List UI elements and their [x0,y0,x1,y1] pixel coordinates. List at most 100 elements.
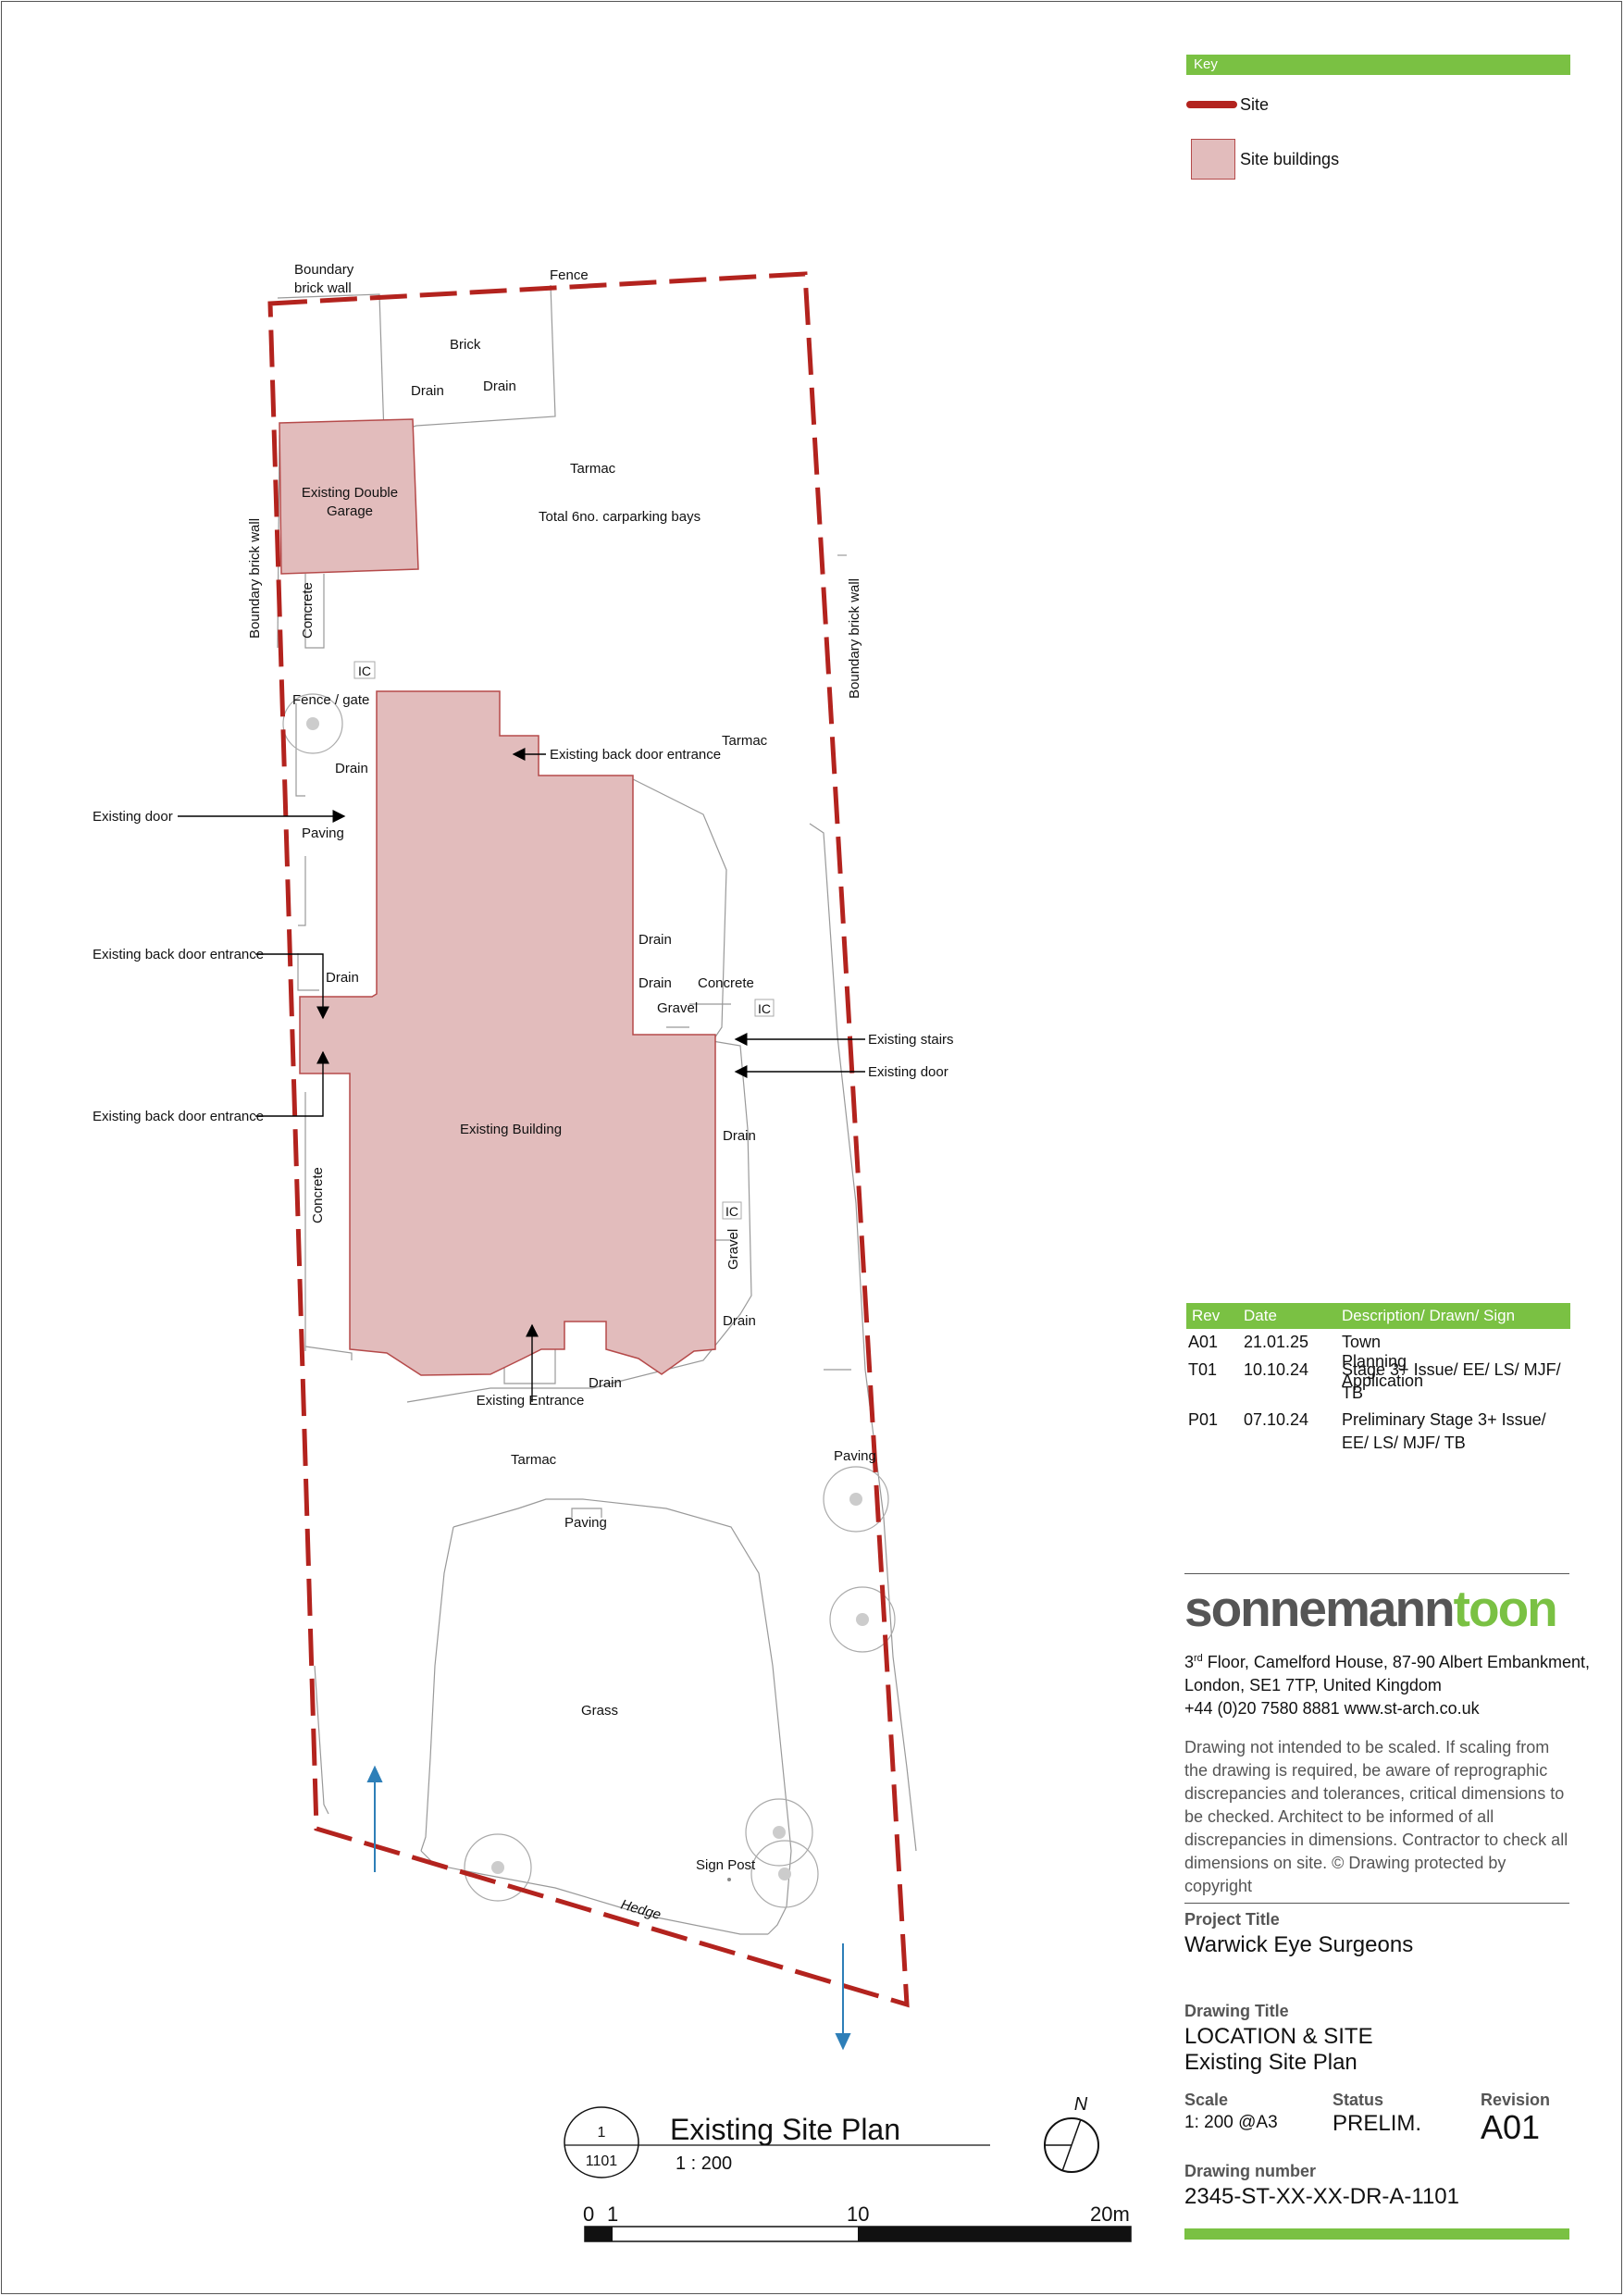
drawing-label-scale: 1 : 200 [676,2153,732,2174]
rev-header-desc: Description/ Drawn/ Sign [1342,1307,1516,1324]
rev-desc: Stage 3+ Issue/ EE/ LS/ MJF/ [1342,1360,1561,1379]
company-logo: sonnemanntoon [1184,1579,1558,1638]
label-garage-2: Garage [327,503,373,519]
address-floor: 3 [1184,1653,1195,1671]
label-existing-back-door: Existing back door entrance [93,947,264,962]
rev-desc: Town Planning Application [1342,1333,1424,1390]
label-drain: Drain [411,383,444,399]
drawing-title-1: LOCATION & SITE [1184,2024,1373,2049]
key-site-line [1186,101,1237,108]
scalebar-0: 0 [583,2203,594,2226]
logo-part2: toon [1453,1580,1558,1637]
drawing-title-2: Existing Site Plan [1184,2050,1357,2075]
label-tarmac: Tarmac [511,1452,557,1468]
address-line2: London, SE1 7TP, United Kingdom [1184,1676,1442,1694]
label-concrete: Concrete [698,975,754,991]
label-brick: Brick [450,337,481,353]
label-existing-building: Existing Building [460,1122,562,1137]
key-header: Key [1186,55,1570,75]
revision-label: Revision [1481,2091,1551,2109]
label-gravel: Gravel [657,1000,698,1016]
label-existing-back-door: Existing back door entrance [550,747,721,763]
company-address: 3rd Floor, Camelford House, 87-90 Albert… [1184,1647,1590,1720]
address-floor-sup: rd [1194,1653,1203,1664]
rev-code: A01 [1188,1333,1219,1351]
label-drain: Drain [326,970,359,986]
bottom-green-bar [1184,2228,1569,2240]
rev-header-rev: Rev [1192,1307,1221,1324]
tree-trunks [306,717,869,1880]
rev-header-date: Date [1244,1307,1277,1324]
annotation-arrows [178,748,865,1402]
disclaimer: Drawing not intended to be scaled. If sc… [1184,1738,1568,1895]
rev-date: 10.10.24 [1244,1360,1309,1379]
scalebar-10: 10 [847,2203,869,2226]
label-fence: Fence [550,267,589,283]
label-drain: Drain [335,761,368,776]
address-line1: Floor, Camelford House, 87-90 Albert Emb… [1202,1653,1590,1671]
label-drain: Drain [589,1375,622,1391]
scale-label: Scale [1184,2091,1229,2109]
existing-double-garage [279,418,419,575]
north-arrow: N [1044,2094,1099,2173]
drawing-number-top: 1 [598,2125,606,2141]
drawing-title-label: Drawing Title [1184,2002,1289,2020]
divider [1184,1903,1569,1904]
rev-desc-cont: TB [1342,1384,1364,1402]
existing-building [299,690,716,1376]
label-drain: Drain [723,1128,756,1144]
label-existing-entrance: Existing Entrance [477,1393,585,1409]
drawing-label-title: Existing Site Plan [670,2113,900,2146]
logo-part1: sonnemann [1184,1580,1456,1637]
label-drain: Drain [638,932,672,948]
drawing-label: 1 1101 Existing Site Plan 1 : 200 [564,2106,990,2178]
key-site-label: Site [1240,95,1270,114]
label-drain: Drain [638,975,672,991]
label-boundary-top-2: brick wall [294,280,352,296]
label-tarmac: Tarmac [570,461,616,477]
project-title: Warwick Eye Surgeons [1184,1932,1414,1957]
label-existing-back-door: Existing back door entrance [93,1109,264,1124]
rev-code: P01 [1188,1410,1219,1429]
scalebar-20m: 20m [1090,2203,1130,2226]
label-existing-door-left: Existing door [93,809,173,825]
label-tarmac: Tarmac [722,733,768,749]
site-boundary [267,271,910,2008]
project-title-label: Project Title [1184,1910,1280,1929]
label-paving: Paving [834,1448,876,1464]
rev-desc-cont: EE/ LS/ MJF/ TB [1342,1433,1466,1452]
label-grass: Grass [581,1703,618,1719]
label-gravel: Gravel [725,1229,741,1270]
label-drain: Drain [483,379,516,394]
rev-date: 07.10.24 [1244,1410,1309,1429]
label-fence-gate: Fence / gate [292,692,369,708]
label-boundary-right: Boundary brick wall [847,578,862,699]
scale-value: 1: 200 @A3 [1184,2113,1278,2132]
divider [1184,1573,1569,1574]
rev-desc: Preliminary Stage 3+ Issue/ [1342,1410,1546,1429]
section-markers [366,1765,851,2051]
key-site-buildings-label: Site buildings [1240,150,1340,168]
scalebar-1: 1 [607,2203,618,2226]
key-site-buildings-swatch [1191,139,1235,180]
label-concrete: Concrete [310,1167,326,1223]
revision-table-header: Rev Date Description/ Drawn/ Sign [1186,1303,1570,1329]
label-drain: Drain [723,1313,756,1329]
scale-bar: 0 1 10 20m [583,2203,1132,2242]
label-garage-1: Existing Double [302,485,398,501]
revision-value: A01 [1481,2108,1541,2146]
label-paving: Paving [302,825,344,841]
trees [282,693,896,1908]
drawing-number-bottom: 1101 [586,2153,618,2169]
rev-date: 21.01.25 [1244,1333,1309,1351]
status-value: PRELIM. [1333,2111,1422,2136]
label-concrete: Concrete [300,582,316,639]
address-line3: +44 (0)20 7580 8881 www.st-arch.co.uk [1184,1699,1480,1718]
label-boundary-top-1: Boundary [294,262,354,278]
label-existing-door-right: Existing door [868,1064,948,1080]
label-ic: IC [358,664,371,678]
label-ic: IC [725,1204,738,1219]
label-ic: IC [758,1001,771,1016]
